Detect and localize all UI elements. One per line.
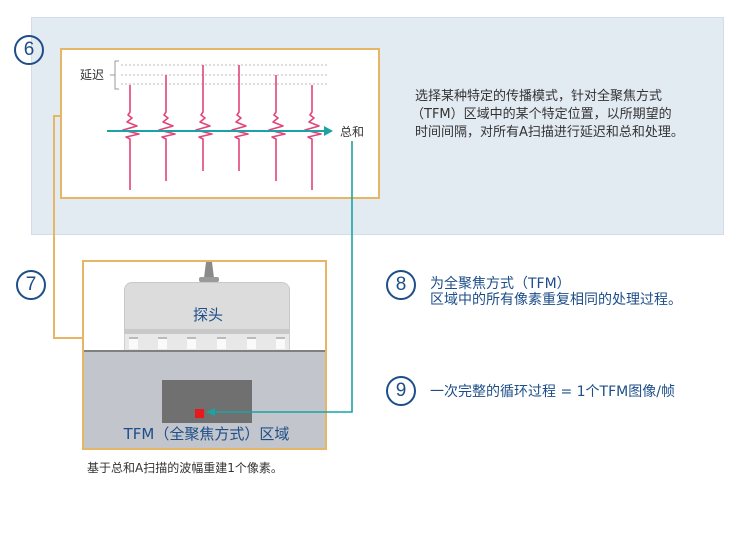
test-material: TFM（全聚焦方式）区域 (84, 350, 325, 448)
waveform-box: 延迟 总和 (60, 48, 380, 199)
tfm-region (162, 380, 252, 423)
pixel-marker (195, 409, 204, 418)
step8-description: 为全聚焦方式（TFM） 区域中的所有像素重复相同的处理过程。 (430, 276, 682, 308)
probe-body: 探头 (124, 282, 290, 330)
step-7-badge: 7 (16, 270, 46, 300)
probe-band (124, 330, 290, 334)
step8-line-2: 区域中的所有像素重复相同的处理过程。 (430, 292, 682, 308)
step6-line-3: 时间间隔，对所有A扫描进行延迟和总和处理。 (415, 125, 684, 140)
probe-element-array (124, 334, 290, 350)
step6-line-1: 选择某种特定的传播模式，针对全聚焦方式 (415, 89, 663, 104)
probe-box: 探头 TFM（全聚焦方式）区域 (82, 260, 327, 450)
step6-description: 选择某种特定的传播模式，针对全聚焦方式 （TFM）区域中的某个特定位置，以所期望… (411, 88, 715, 142)
tfm-region-label: TFM（全聚焦方式）区域 (123, 425, 290, 443)
probe-element (276, 337, 285, 349)
probe-connector (199, 277, 219, 282)
probe-element (129, 337, 138, 349)
probe-label: 探头 (192, 306, 223, 324)
step7-caption: 基于总和A扫描的波幅重建1个像素。 (87, 461, 283, 475)
probe-element (187, 337, 196, 349)
probe-element (247, 337, 256, 349)
step-8-badge: 8 (386, 270, 416, 300)
delay-label: 延迟 (80, 68, 105, 82)
step9-description: 一次完整的循环过程 = 1个TFM图像/帧 (430, 384, 675, 400)
probe-element (217, 337, 226, 349)
probe-element (158, 337, 167, 349)
step6-line-2: （TFM）区域中的某个特定位置，以所期望的 (411, 107, 672, 122)
sum-label: 总和 (340, 125, 365, 139)
step-6-badge: 6 (14, 35, 44, 65)
probe-cable (204, 262, 214, 278)
step-9-badge: 9 (386, 376, 416, 406)
step8-line-1: 为全聚焦方式（TFM） (430, 276, 571, 292)
